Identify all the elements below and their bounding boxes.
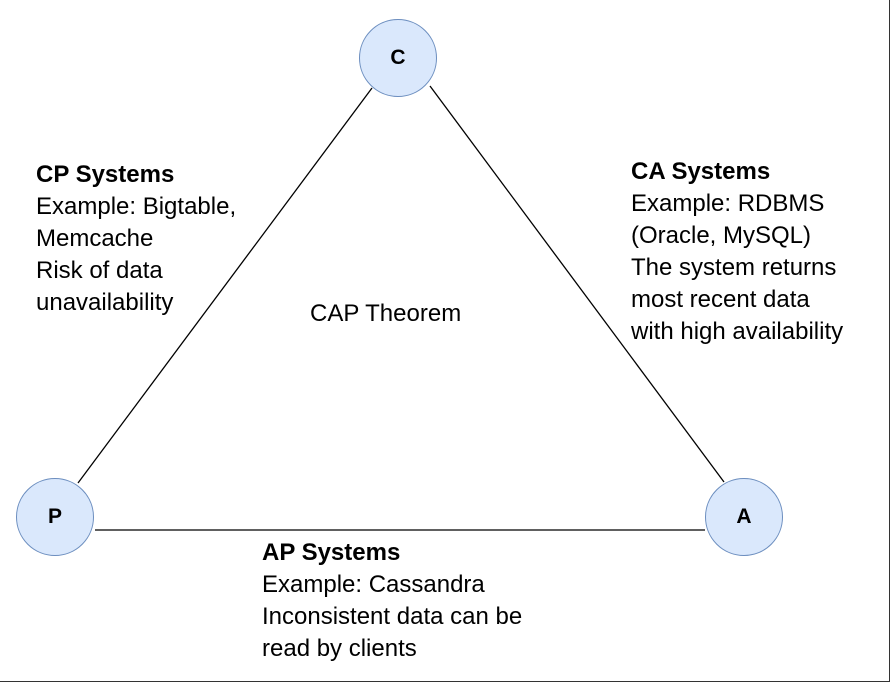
node-a: A — [705, 478, 783, 556]
ca-systems-block: CA Systems Example: RDBMS (Oracle, MySQL… — [631, 156, 843, 348]
ca-line: most recent data — [631, 286, 810, 313]
cp-systems-block: CP Systems Example: Bigtable, Memcache R… — [36, 159, 236, 319]
node-a-label: A — [736, 505, 752, 528]
ca-line: with high availability — [631, 318, 844, 345]
edge-c-a — [429, 85, 725, 483]
ca-line: The system returns — [631, 254, 837, 281]
node-c: C — [359, 19, 437, 97]
node-p-label: P — [47, 505, 62, 528]
edge-c-p — [77, 87, 373, 484]
node-c-label: C — [390, 46, 406, 69]
cp-line: Memcache — [36, 225, 154, 252]
ap-line: Example: Cassandra — [262, 571, 485, 598]
cp-line: unavailability — [36, 289, 174, 316]
cp-line: Example: Bigtable, — [36, 193, 237, 220]
diagram-title: CAP Theorem — [310, 300, 462, 327]
cp-line: Risk of data — [36, 257, 163, 284]
cp-heading: CP Systems — [36, 161, 175, 188]
ap-line: read by clients — [262, 635, 417, 662]
node-p: P — [16, 478, 94, 556]
ap-heading: AP Systems — [262, 539, 401, 566]
ca-heading: CA Systems — [631, 158, 771, 185]
ca-line: (Oracle, MySQL) — [631, 222, 812, 249]
ca-line: Example: RDBMS — [631, 190, 825, 217]
ap-systems-block: AP Systems Example: Cassandra Inconsiste… — [262, 537, 522, 665]
ap-line: Inconsistent data can be — [262, 603, 523, 630]
